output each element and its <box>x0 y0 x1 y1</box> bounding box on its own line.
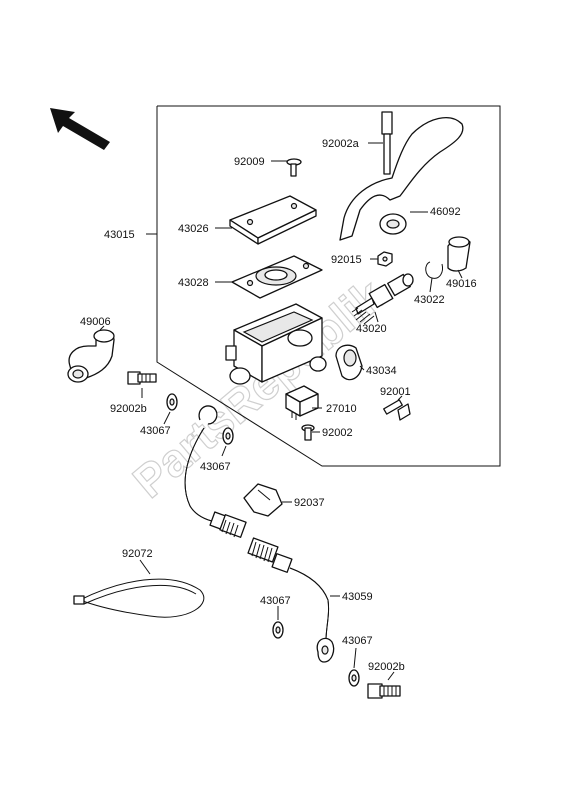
watermark: PartsRepublik <box>123 269 394 508</box>
assembly-outline <box>156 105 501 467</box>
switch-27010[interactable] <box>285 385 319 420</box>
boot-49016[interactable] <box>447 236 471 272</box>
brake-lever-46092[interactable] <box>339 117 464 241</box>
label-92072: 92072 <box>122 548 153 560</box>
label-92002: 92002 <box>322 427 353 439</box>
band-92072[interactable] <box>73 578 205 618</box>
clamp-43034[interactable] <box>335 344 363 381</box>
label-43067-d: 43067 <box>342 635 373 647</box>
washer-43067-c[interactable] <box>272 621 284 639</box>
nut-92015[interactable] <box>377 251 393 267</box>
label-92002a: 92002a <box>322 138 360 150</box>
washer-43067-d[interactable] <box>348 669 360 687</box>
label-92015: 92015 <box>331 254 362 266</box>
brake-hose-upper[interactable] <box>184 405 247 538</box>
label-43067-c: 43067 <box>260 595 291 607</box>
screw-92002[interactable] <box>301 424 315 441</box>
banjo-bolt-92002b-bottom[interactable] <box>367 683 401 699</box>
piston-kit-43020[interactable] <box>351 273 414 325</box>
label-27010: 27010 <box>326 403 357 415</box>
label-43034: 43034 <box>366 365 397 377</box>
washer-43067-a[interactable] <box>166 393 178 411</box>
diaphragm-43028[interactable] <box>231 255 323 299</box>
label-92009: 92009 <box>234 156 265 168</box>
label-49006: 49006 <box>80 316 111 328</box>
label-43028: 43028 <box>178 277 209 289</box>
clip-92037[interactable] <box>243 483 283 517</box>
circlip-43022[interactable] <box>425 261 443 279</box>
label-43059: 43059 <box>342 591 373 603</box>
brake-hose-43059[interactable] <box>247 537 335 663</box>
label-43015: 43015 <box>104 229 135 241</box>
label-92001: 92001 <box>380 386 411 398</box>
screw-92009[interactable] <box>286 158 302 177</box>
master-cylinder-body[interactable] <box>225 303 327 385</box>
label-92002b-bottom: 92002b <box>368 661 405 673</box>
label-92037: 92037 <box>294 497 325 509</box>
banjo-bolt-92002b-top[interactable] <box>127 371 157 385</box>
label-92002b-top: 92002b <box>110 403 147 415</box>
washer-43067-b[interactable] <box>222 427 234 445</box>
boot-49006[interactable] <box>67 329 115 383</box>
label-46092: 46092 <box>430 206 461 218</box>
bolt-92002a[interactable] <box>381 111 393 175</box>
reservoir-cap-43026[interactable] <box>229 195 317 245</box>
label-43067-b: 43067 <box>200 461 231 473</box>
label-43026: 43026 <box>178 223 209 235</box>
label-43067-a: 43067 <box>140 425 171 437</box>
label-43022: 43022 <box>414 294 445 306</box>
front-direction-arrow-icon <box>50 108 110 150</box>
label-49016: 49016 <box>446 278 477 290</box>
label-43020: 43020 <box>356 323 387 335</box>
bolt-92001[interactable] <box>383 399 411 421</box>
